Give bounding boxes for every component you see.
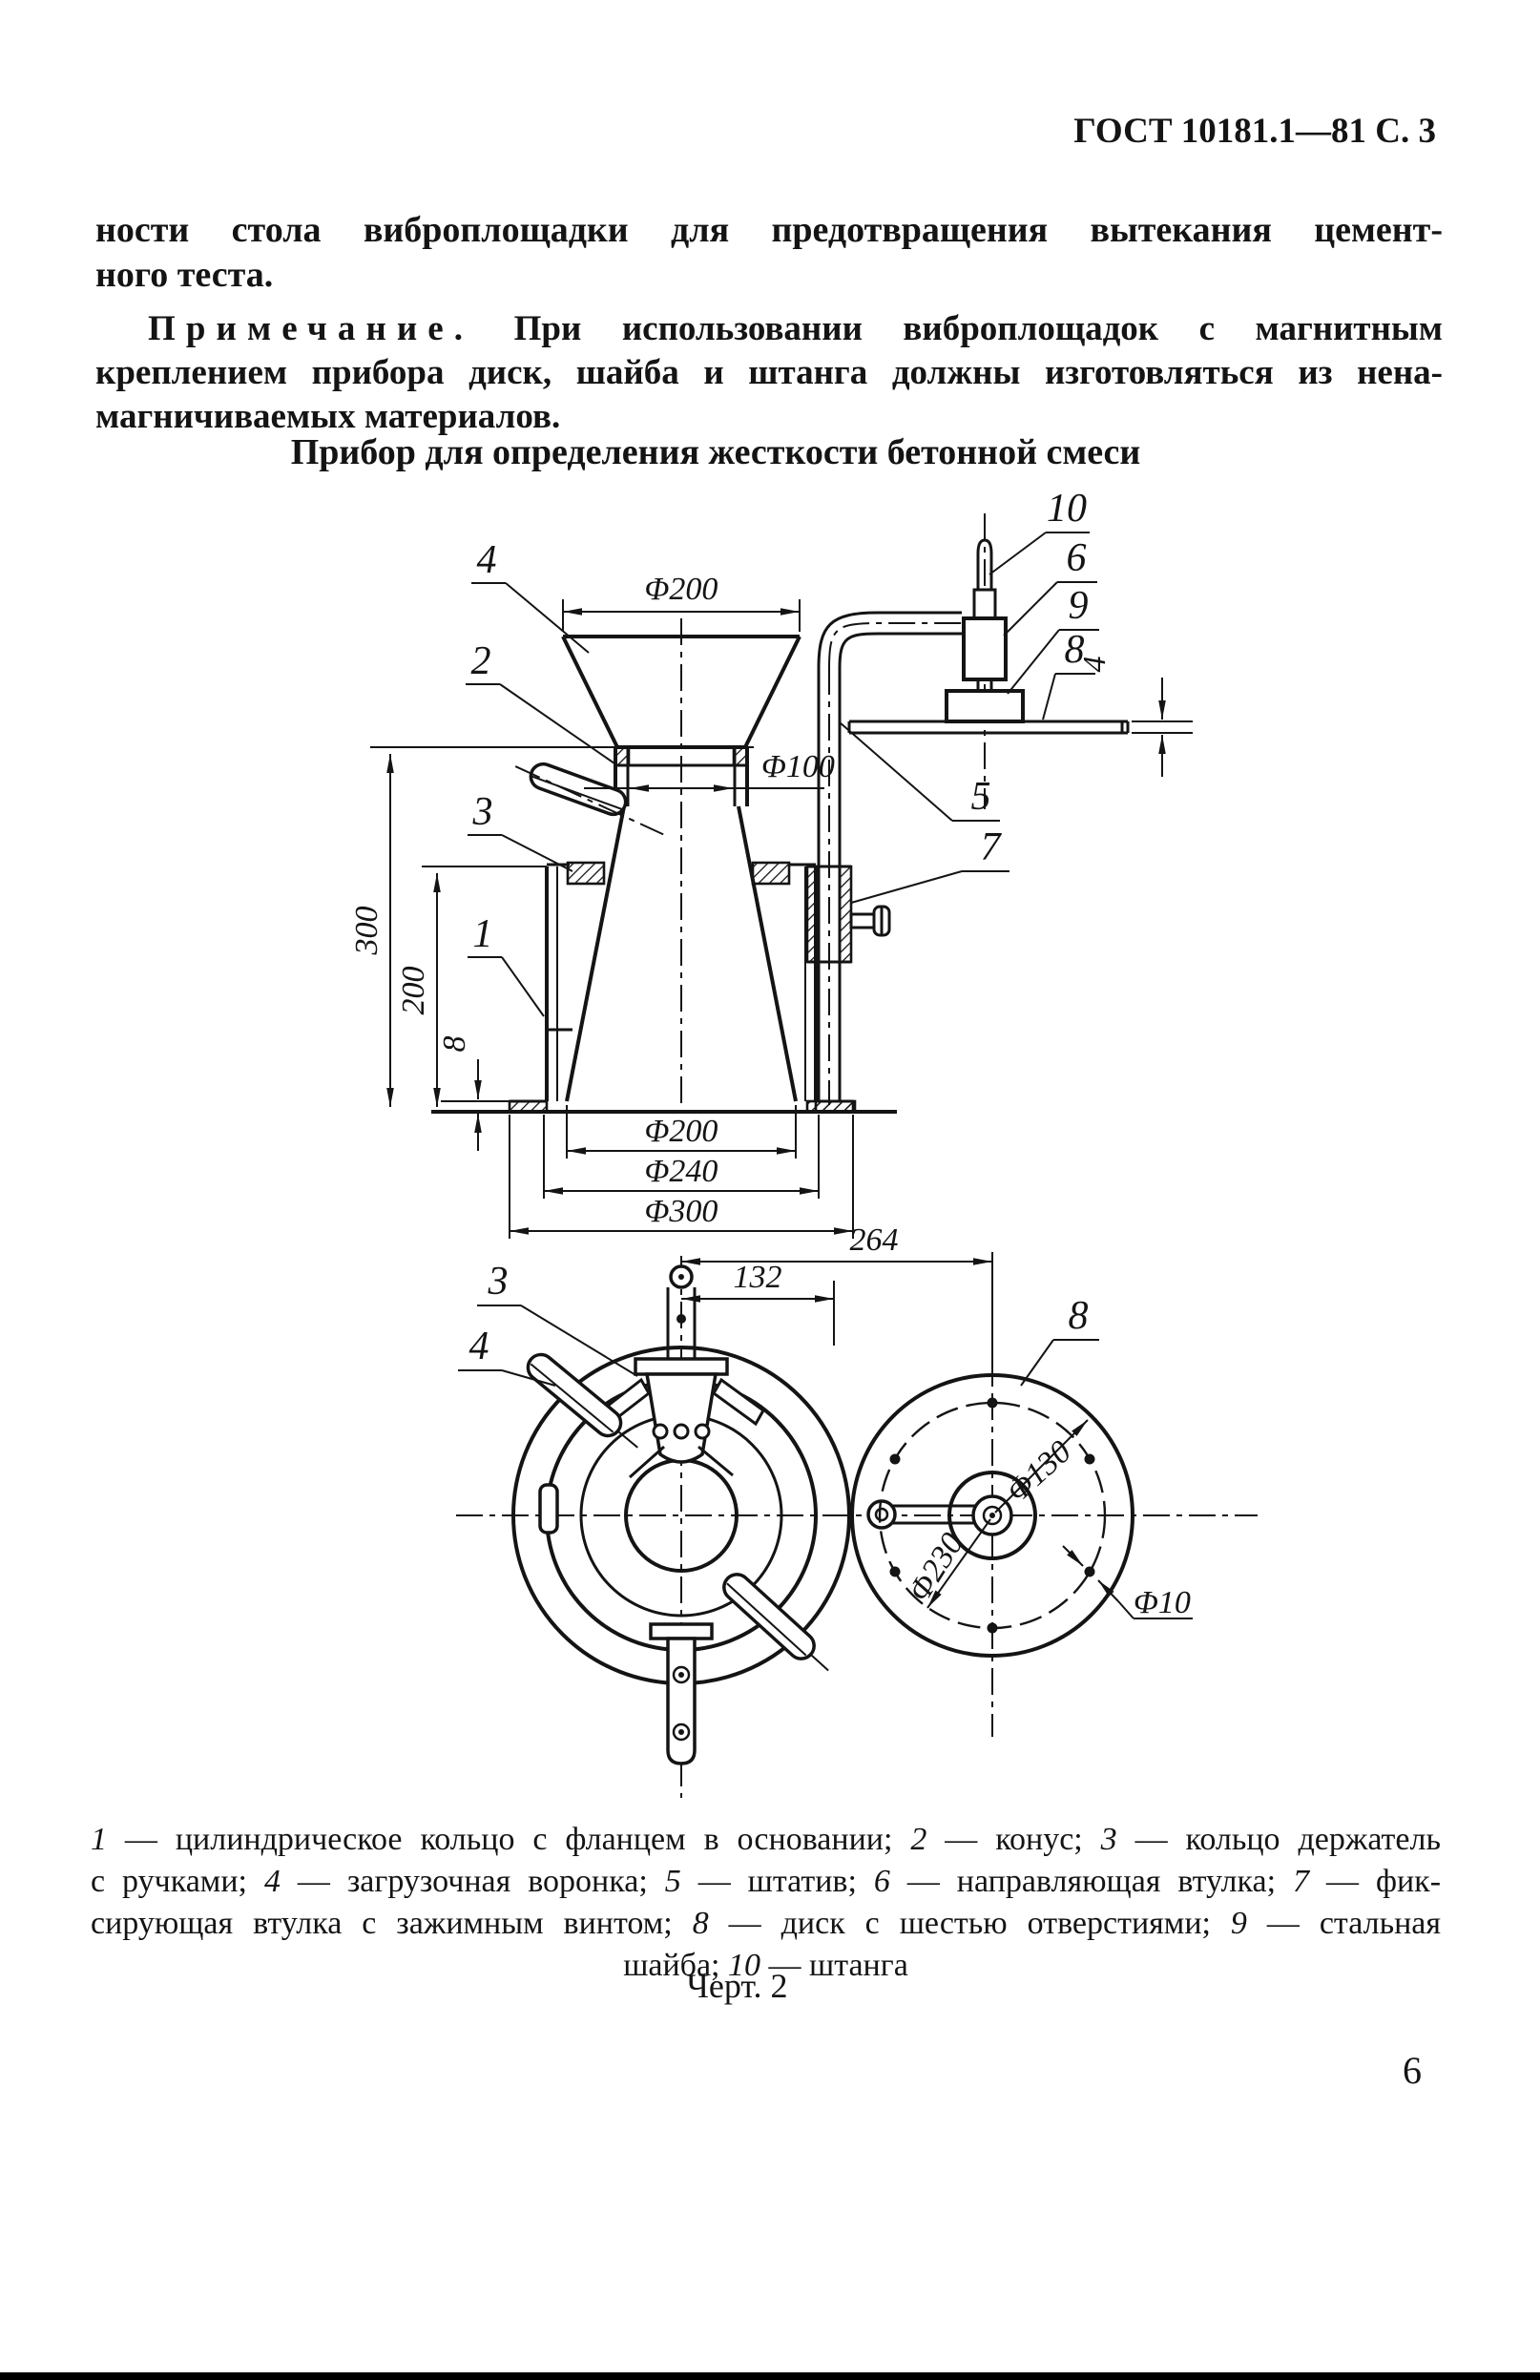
svg-text:8: 8 <box>1069 1294 1089 1338</box>
cylinder-ring-outline <box>422 863 818 1101</box>
note-line-2: креплением прибора диск, шайба и штанга … <box>95 353 1443 392</box>
svg-text:6: 6 <box>1067 536 1087 580</box>
holder-ring-section-left <box>566 861 606 886</box>
note-paragraph: Примечание. При использовании виброплоща… <box>95 307 1443 439</box>
svg-text:Φ100: Φ100 <box>761 749 835 784</box>
dim-disc-diameter: Φ230 <box>902 1518 991 1609</box>
svg-text:8: 8 <box>437 1036 472 1053</box>
svg-text:Φ300: Φ300 <box>645 1194 718 1229</box>
clamp-screw <box>849 912 876 929</box>
svg-text:Φ10: Φ10 <box>1134 1585 1191 1620</box>
rod-assembly <box>847 538 1130 735</box>
stand-tube <box>805 611 962 1114</box>
note-line-1: Примечание. При использовании виброплоща… <box>95 307 1443 351</box>
cone-outline <box>565 805 798 1102</box>
legend-line-2: с ручками; 4 — загрузочная воронка; 5 — … <box>91 1864 1442 1899</box>
handle-lower-right <box>722 1573 829 1672</box>
loading-funnel-outline <box>561 635 801 748</box>
svg-text:132: 132 <box>734 1260 782 1295</box>
note-line-3: магничиваемых материалов. <box>95 397 561 436</box>
plan-view: Φ130 Φ230 Φ10 264 132 <box>456 1222 1258 1798</box>
figure-title: Прибор для определения жесткости бетонно… <box>290 432 1141 472</box>
dim-span-132: 132 <box>681 1260 835 1346</box>
dim-neck-diameter: Φ100 <box>584 749 835 792</box>
dim-disc-bolt-circle: Φ130 <box>994 1419 1089 1514</box>
part-labels-plan: 3 4 8 <box>458 1260 1099 1387</box>
scan-edge-artifact <box>0 2372 1540 2380</box>
page-header: ГОСТ 10181.1—81 С. 3 <box>1073 112 1436 151</box>
svg-text:Φ130: Φ130 <box>1000 1434 1078 1510</box>
page-number: 6 <box>1403 2049 1422 2092</box>
handle-upper-left <box>526 1352 638 1449</box>
svg-text:9: 9 <box>1069 584 1089 628</box>
svg-text:300: 300 <box>349 907 385 956</box>
part-labels-side: 4 2 3 1 10 6 9 <box>466 487 1099 1017</box>
dim-height-300: 300 <box>349 754 394 1107</box>
dim-span-264: 264 <box>681 1222 993 1386</box>
dim-base-200: Φ200 <box>566 1105 797 1159</box>
svg-text:Φ200: Φ200 <box>645 1114 718 1149</box>
svg-text:1: 1 <box>473 912 493 956</box>
link-bar <box>866 1499 990 1530</box>
dim-base-240: Φ240 <box>543 1115 820 1199</box>
clamp-stem-bottom <box>649 1622 714 1765</box>
dim-hole-diameter: Φ10 <box>1062 1545 1193 1620</box>
svg-text:8: 8 <box>1065 628 1085 672</box>
intro-line-2: ного теста. <box>95 255 274 295</box>
note-label: Примечание. <box>148 309 474 348</box>
dim-top-diameter: Φ200 <box>562 572 801 632</box>
dim-height-200: 200 <box>396 873 441 1107</box>
svg-text:5: 5 <box>971 775 991 819</box>
disc-plan <box>850 1373 1134 1658</box>
svg-text:264: 264 <box>850 1222 899 1258</box>
legend-line-3: сирующая втулка с зажимным винтом; 8 — д… <box>91 1906 1441 1941</box>
svg-text:Φ200: Φ200 <box>645 572 718 607</box>
dim-base-300: Φ300 <box>509 1115 854 1239</box>
legend-line-4: шайба; 10 — штанга <box>623 1948 908 1983</box>
holder-ring-section-right <box>751 861 791 886</box>
svg-text:7: 7 <box>981 825 1003 869</box>
figure-caption: Черт. 2 <box>686 1967 788 2005</box>
svg-text:4: 4 <box>477 538 497 582</box>
intro-paragraph: ности стола виброплощадки для предотвращ… <box>95 208 1443 298</box>
legend-line-1: 1 — цилиндрическое кольцо с фланцем в ос… <box>91 1822 1441 1857</box>
cone-neck <box>370 745 754 806</box>
svg-text:4: 4 <box>1077 657 1113 673</box>
guide-sleeve <box>962 616 1008 681</box>
svg-text:3: 3 <box>488 1260 509 1304</box>
intro-line-1: ности стола виброплощадки для предотвращ… <box>95 210 1443 250</box>
svg-text:Φ240: Φ240 <box>645 1154 718 1189</box>
svg-text:Φ230: Φ230 <box>902 1527 970 1608</box>
latch-tab <box>538 1483 559 1534</box>
side-view: 300 200 8 Φ200 <box>349 487 1193 1239</box>
figure-legend: 1 — цилиндрическое кольцо с фланцем в ос… <box>91 1819 1441 1987</box>
svg-text:10: 10 <box>1047 487 1087 531</box>
disc-side <box>847 720 1130 735</box>
holder-ring-plan <box>511 1346 851 1685</box>
steel-washer <box>945 689 1025 723</box>
svg-text:2: 2 <box>471 639 491 683</box>
dim-disc-thickness: 4 <box>1077 657 1193 777</box>
svg-text:4: 4 <box>469 1325 489 1368</box>
svg-text:3: 3 <box>472 790 493 834</box>
dim-flange-8: 8 <box>437 1036 482 1151</box>
handle-side <box>514 762 664 836</box>
svg-text:200: 200 <box>396 967 431 1015</box>
fixing-sleeve <box>805 865 891 964</box>
clamp-stem-top <box>597 1264 765 1479</box>
note-line-1-rest: При использовании виброплощадок с магнит… <box>513 309 1444 348</box>
base-flange <box>431 1099 897 1114</box>
